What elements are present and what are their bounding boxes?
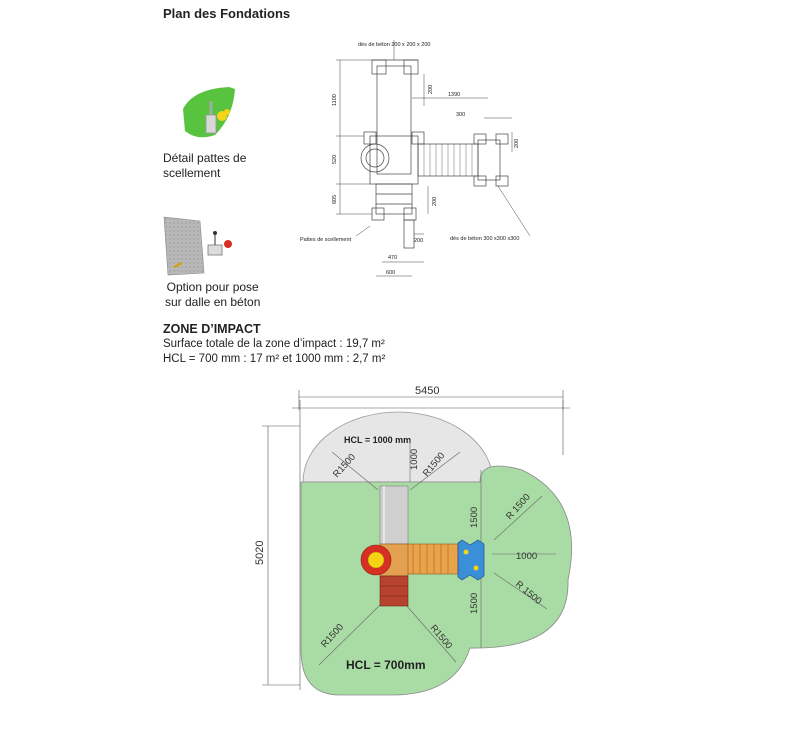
hcl-700-zone — [300, 465, 572, 696]
hcl-1000-zone — [302, 411, 494, 483]
concrete-slab-icon — [163, 216, 232, 276]
foundation-plan-title: Plan des Fondations — [163, 6, 291, 21]
dim-1000-right: 1000 — [516, 551, 537, 562]
detail-caption-line-1: Détail pattes de — [163, 151, 247, 165]
dim-470: 470 — [388, 255, 397, 261]
dim-1500-bottom: 1500 — [469, 593, 480, 614]
option-caption: Option pour pose sur dalle en béton — [165, 280, 260, 310]
label-pattes: Pattes de scellement — [300, 237, 352, 243]
dim-520: 520 — [332, 155, 338, 164]
dim-200-bottom: 200 — [414, 238, 423, 244]
hcl-1000-label: HCL = 1000 mm — [344, 435, 411, 445]
dim-1000-top: 1000 — [409, 449, 420, 470]
impact-width: 5450 — [415, 385, 439, 397]
play-structure — [360, 485, 485, 607]
detail-caption: Détail pattes de scellement — [163, 151, 246, 181]
foundation-plan-drawing: dés de béton 200 x 200 x 200 Pattes de s… — [300, 40, 531, 277]
dim-300: 300 — [456, 112, 465, 118]
label-des-top: dés de béton 200 x 200 x 200 — [358, 42, 430, 48]
dim-200-top: 200 — [428, 85, 434, 94]
zone-impact-title: ZONE D’IMPACT — [163, 322, 261, 336]
dim-1100: 1100 — [332, 94, 338, 106]
zone-impact-hcl: HCL = 700 mm : 17 m² et 1000 mm : 2,7 m² — [163, 353, 386, 365]
detail-caption-line-2: scellement — [163, 166, 221, 180]
impact-height: 5020 — [254, 541, 266, 565]
dim-200-mid: 200 — [432, 197, 438, 206]
leaf-panel-icon — [183, 87, 235, 138]
dim-1500-top: 1500 — [469, 507, 480, 528]
dim-200-right: 200 — [514, 139, 520, 148]
dim-1390: 1390 — [448, 92, 460, 98]
zone-impact-surface: Surface totale de la zone d’impact : 19,… — [163, 338, 385, 350]
hcl-700-label: HCL = 700mm — [346, 658, 425, 672]
dim-600: 600 — [386, 270, 395, 276]
dim-605: 605 — [332, 195, 338, 204]
option-caption-line-1: Option pour pose — [166, 280, 259, 294]
option-caption-line-2: sur dalle en béton — [165, 295, 261, 309]
label-des-bottom: dés de béton 300 x300 x300 — [450, 236, 519, 242]
